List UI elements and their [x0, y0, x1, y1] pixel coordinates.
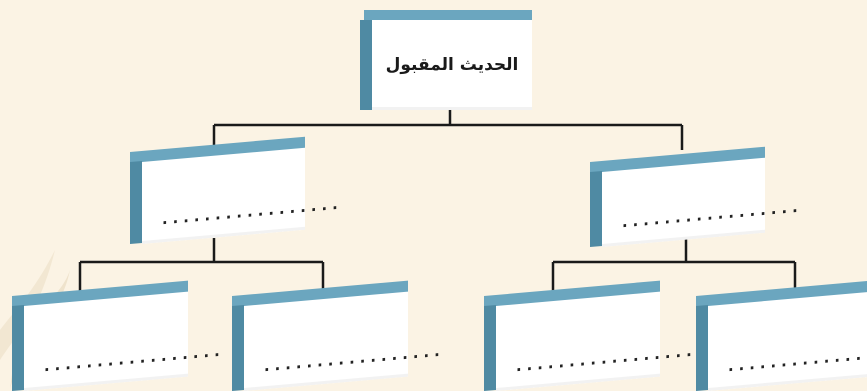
right-child-2-blank: .................: [726, 340, 867, 376]
left-child-node-1: .................: [12, 280, 223, 391]
root-node-label: الحديث المقبول: [385, 55, 519, 75]
root-node: الحديث المقبول: [360, 10, 532, 110]
right-child-node-1: .................: [484, 280, 695, 391]
left-branch-node: .................: [130, 136, 341, 244]
right-branch-node: .................: [590, 146, 801, 247]
left-child-node-2: .................: [232, 280, 443, 391]
right-child-node-2: .................: [696, 281, 867, 391]
